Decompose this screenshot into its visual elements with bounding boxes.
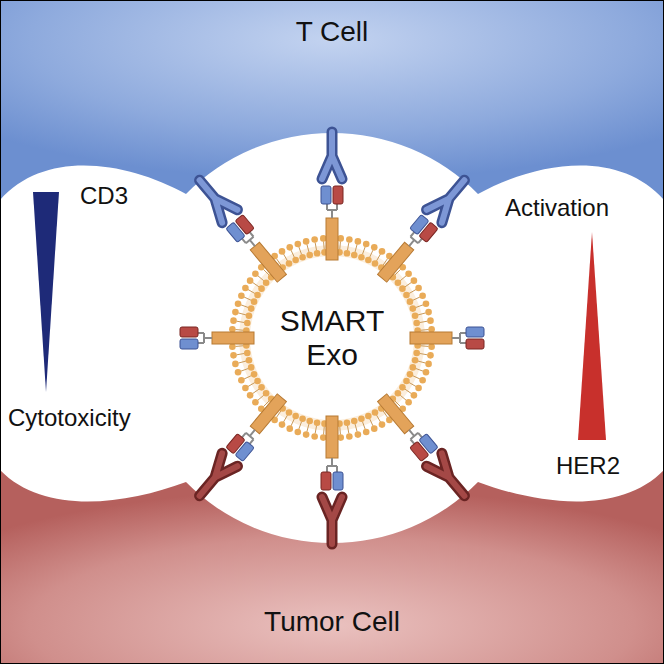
antibody-anchor (374, 214, 438, 285)
gradient-label: Cytotoxicity (8, 404, 131, 432)
receptor-label: CD3 (80, 182, 128, 210)
antibody-anchor (374, 391, 438, 462)
cd3-receptor (427, 174, 473, 223)
antibody-anchor (180, 327, 254, 349)
exosome-membrane (229, 235, 436, 442)
antibody-anchor (321, 416, 343, 490)
gradient-label: Activation (505, 194, 609, 222)
t-cell-body (0, 0, 664, 200)
cell-label: Tumor Cell (0, 606, 664, 638)
cell-label: T Cell (0, 16, 664, 48)
antibody-anchor (226, 391, 290, 462)
cytotoxicity-gradient-triangle (33, 192, 59, 392)
her2-receptor (427, 453, 473, 502)
receptor-label: HER2 (556, 452, 620, 480)
tumor-cell-body (0, 470, 664, 664)
antibody-anchor (226, 214, 290, 285)
cd3-receptor (322, 132, 342, 179)
activation-gradient-triangle (578, 232, 606, 440)
cd3-receptor (192, 174, 238, 223)
cell-label: SMART Exo (273, 304, 391, 373)
antibody-anchor (410, 327, 484, 349)
antibody-anchor (321, 186, 343, 260)
her2-receptor (322, 497, 342, 544)
her2-receptor (192, 453, 238, 502)
